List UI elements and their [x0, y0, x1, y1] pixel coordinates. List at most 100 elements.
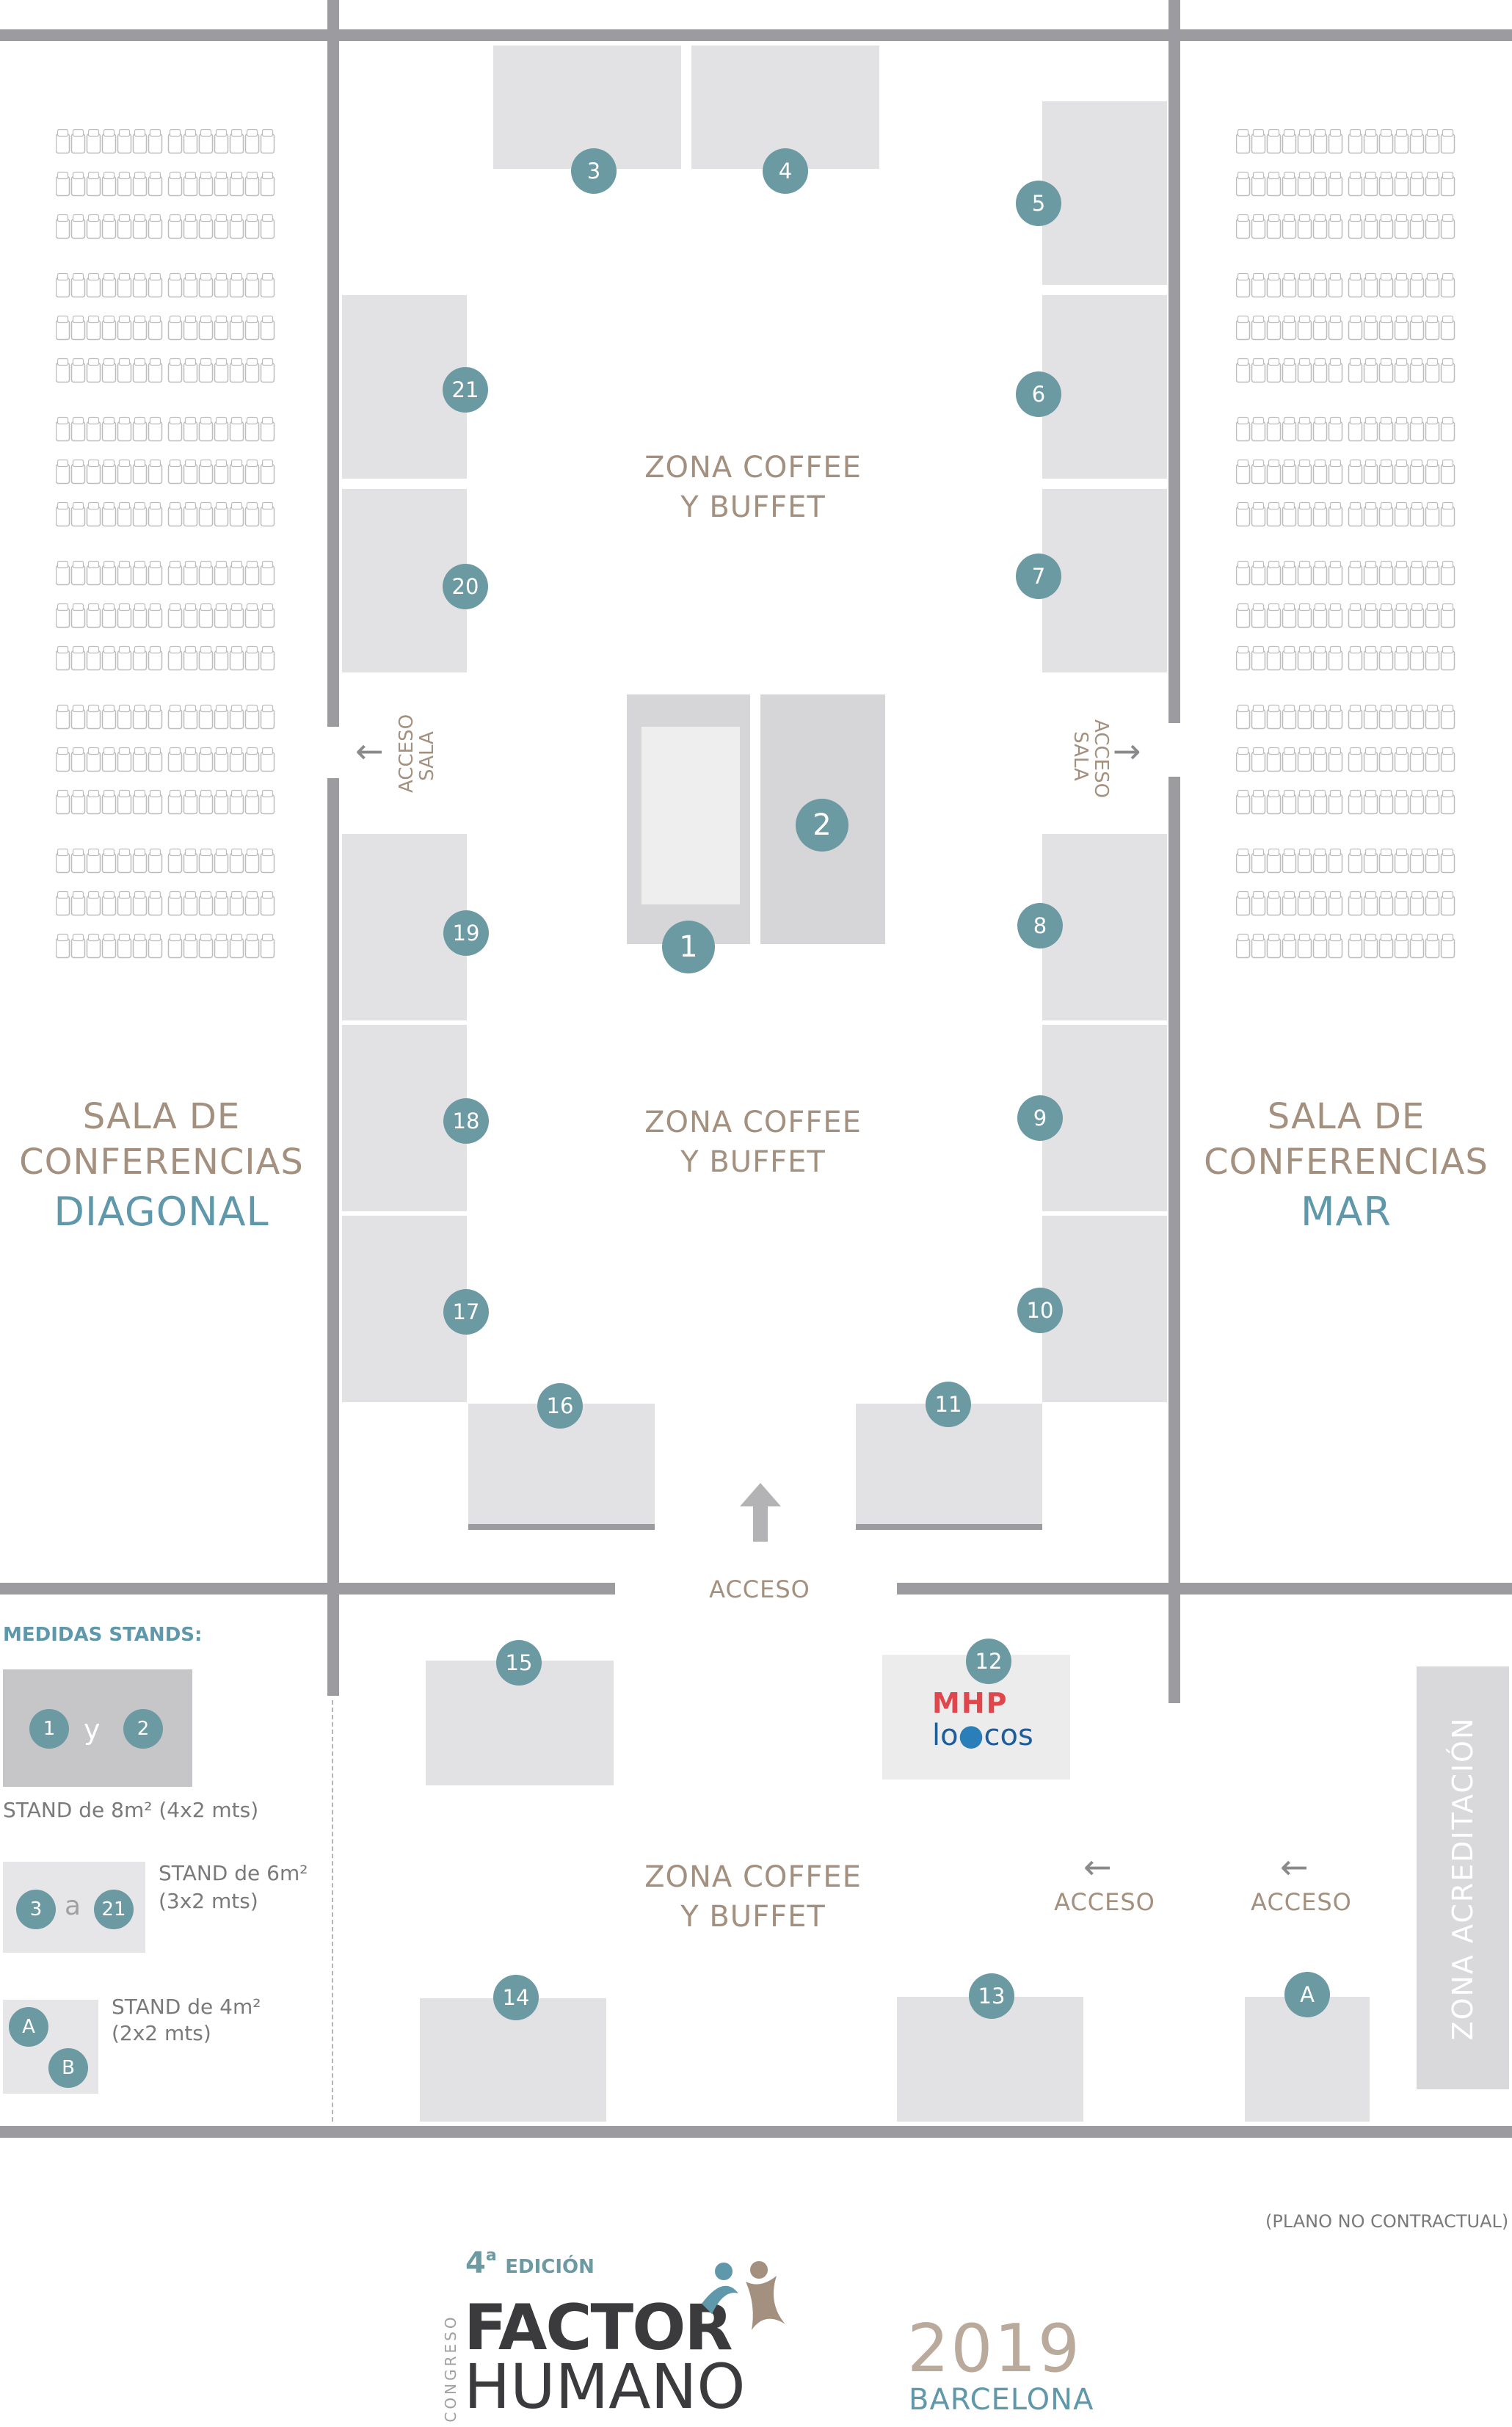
seat	[1409, 708, 1425, 730]
seat-back	[87, 171, 100, 180]
seat-back	[1380, 603, 1392, 612]
seat	[1282, 133, 1297, 154]
seat-back	[1268, 459, 1280, 468]
stand-7[interactable]	[1042, 489, 1167, 672]
stand-3-badge[interactable]: 3	[571, 148, 617, 194]
stand-9-badge[interactable]: 9	[1017, 1095, 1063, 1141]
seat	[86, 895, 101, 916]
stand-13-badge[interactable]: 13	[969, 1973, 1014, 2019]
stand-16-badge[interactable]: 16	[537, 1383, 583, 1429]
stand-21-badge[interactable]: 21	[443, 367, 488, 413]
seat	[1328, 175, 1343, 197]
stand-5-badge[interactable]: 5	[1016, 181, 1061, 226]
seat-back	[230, 704, 243, 713]
seat	[1266, 362, 1282, 383]
seat-back	[1349, 603, 1362, 612]
seat-back	[1314, 704, 1326, 713]
seat-back	[1426, 789, 1439, 798]
stand-20-badge[interactable]: 20	[443, 564, 488, 609]
stand-2-badge[interactable]: 2	[796, 799, 848, 852]
stand-8-badge[interactable]: 8	[1017, 903, 1063, 948]
stand-14-badge[interactable]: 14	[493, 1975, 539, 2020]
stand-6-badge[interactable]: 6	[1016, 371, 1061, 417]
seat	[244, 362, 260, 383]
seat	[1328, 218, 1343, 239]
seat	[1409, 852, 1425, 874]
seat-back	[103, 603, 115, 612]
seat	[1378, 506, 1394, 527]
seat-back	[1268, 315, 1280, 324]
seat-back	[1283, 501, 1295, 510]
seat	[1440, 506, 1455, 527]
seat	[1236, 218, 1251, 239]
stand-5[interactable]	[1042, 101, 1167, 285]
seat-back	[1426, 214, 1439, 222]
seat	[1266, 708, 1282, 730]
seat-back	[1349, 933, 1362, 942]
seat-back	[246, 416, 258, 425]
stand-9[interactable]	[1042, 1025, 1167, 1211]
stand-17-badge[interactable]: 17	[443, 1289, 489, 1335]
seat	[1363, 565, 1378, 586]
seat	[148, 218, 163, 239]
stand-19-badge[interactable]: 19	[443, 910, 489, 956]
seat-back	[1442, 129, 1454, 137]
seat-back	[87, 933, 100, 942]
seat	[70, 937, 86, 959]
seat	[148, 277, 163, 298]
seat	[1266, 421, 1282, 442]
seat-back	[1380, 315, 1392, 324]
seat-back	[261, 704, 274, 713]
hall-mar-name: MAR	[1300, 1189, 1392, 1235]
seat-back	[149, 747, 161, 755]
stand-18-badge[interactable]: 18	[443, 1098, 489, 1144]
seat-back	[246, 214, 258, 222]
stand-8[interactable]	[1042, 834, 1167, 1020]
stand-3[interactable]	[493, 46, 681, 169]
seat-back	[200, 890, 212, 899]
seat-back	[1314, 789, 1326, 798]
seat	[1282, 362, 1297, 383]
stand-7-badge[interactable]: 7	[1016, 554, 1061, 599]
seat-back	[215, 459, 228, 468]
seat-back	[149, 645, 161, 654]
stand-1-badge[interactable]: 1	[662, 921, 715, 973]
seat-back	[118, 560, 131, 569]
stand-A[interactable]	[1245, 1997, 1370, 2122]
stand-10[interactable]	[1042, 1216, 1167, 1402]
stand-4-badge[interactable]: 4	[763, 148, 808, 194]
seat	[1312, 937, 1328, 959]
stand-A-badge[interactable]: A	[1284, 1972, 1330, 2017]
seat-back	[1298, 272, 1311, 281]
stand-12-badge[interactable]: 12	[966, 1639, 1011, 1684]
seat-back	[261, 560, 274, 569]
seat-back	[1426, 272, 1439, 281]
seat	[1266, 794, 1282, 815]
seat-back	[230, 848, 243, 857]
seat	[1348, 565, 1363, 586]
stand-15-badge[interactable]: 15	[496, 1640, 542, 1686]
seat-back	[118, 933, 131, 942]
seat	[244, 751, 260, 772]
seat-back	[200, 645, 212, 654]
hall-diagonal-line1: SALA DE	[82, 1096, 241, 1137]
seat	[229, 319, 244, 341]
seat-back	[1314, 214, 1326, 222]
seat-back	[1237, 704, 1249, 713]
seat	[198, 218, 214, 239]
seat	[260, 506, 275, 527]
seat	[198, 133, 214, 154]
seat-back	[215, 603, 228, 612]
seat-back	[87, 890, 100, 899]
seat-back	[103, 214, 115, 222]
seat	[101, 421, 117, 442]
seat-back	[261, 890, 274, 899]
seat-back	[1349, 214, 1362, 222]
stand-11-badge[interactable]: 11	[926, 1382, 971, 1427]
stand-6[interactable]	[1042, 295, 1167, 479]
seat-back	[200, 789, 212, 798]
seat	[132, 708, 148, 730]
seat-back	[200, 171, 212, 180]
seat-back	[169, 315, 181, 324]
stand-10-badge[interactable]: 10	[1017, 1288, 1063, 1333]
